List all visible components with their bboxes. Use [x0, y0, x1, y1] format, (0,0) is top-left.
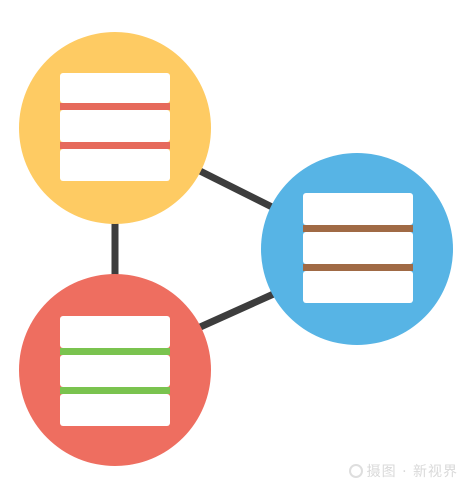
server-slab-top: [60, 73, 170, 103]
node-yellow: [19, 32, 211, 224]
server-slab-middle: [60, 355, 170, 387]
server-slab-top: [60, 316, 170, 348]
server-divider-1: [60, 348, 170, 355]
connector-yellow-blue: [194, 166, 282, 214]
database-server-icon: [303, 193, 413, 303]
server-slab-bottom: [60, 394, 170, 426]
server-divider-2: [60, 142, 170, 149]
server-slab-bottom: [303, 271, 413, 303]
server-slab-bottom: [60, 149, 170, 181]
server-divider-1: [60, 103, 170, 110]
server-slab-top: [303, 193, 413, 225]
server-slab-middle: [60, 110, 170, 142]
watermark-text: 摄图 · 新视界: [366, 464, 458, 480]
server-divider-2: [303, 264, 413, 271]
node-blue: [261, 153, 453, 345]
database-server-icon: [60, 73, 170, 181]
connector-lines: [111, 166, 282, 332]
database-server-icon: [60, 316, 170, 426]
server-divider-1: [303, 225, 413, 232]
server-divider-2: [60, 387, 170, 394]
server-slab-middle: [303, 232, 413, 264]
connector-red-blue: [194, 288, 282, 332]
watermark: 摄图 · 新视界: [348, 461, 458, 481]
node-red: [19, 274, 211, 466]
watermark-logo-icon: [348, 464, 363, 478]
